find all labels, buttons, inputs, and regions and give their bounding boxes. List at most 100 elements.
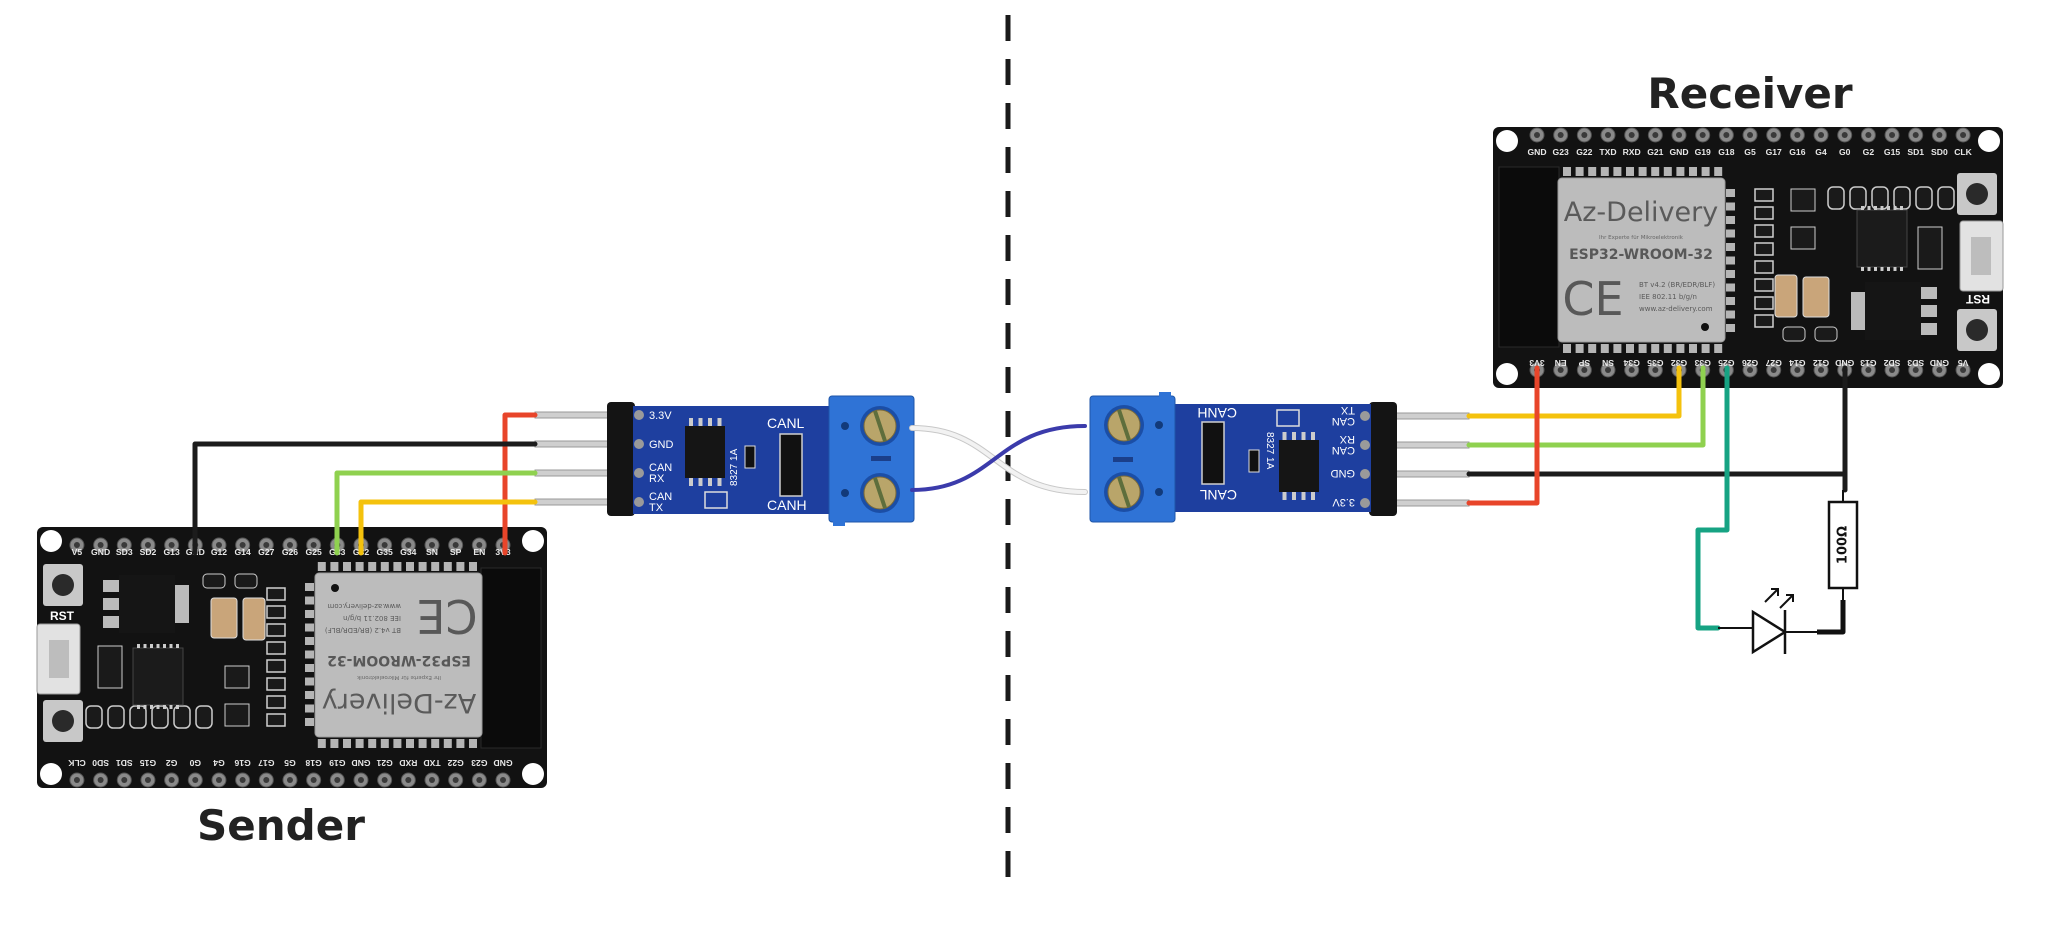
module-pad: [1613, 344, 1622, 353]
module-pad: [380, 562, 389, 571]
module-pad: [380, 739, 389, 748]
voltage-regulator: [1865, 282, 1921, 340]
header-pin-hole: [1581, 367, 1588, 373]
pin-label: G13: [1860, 358, 1876, 368]
mounting-hole: [522, 763, 544, 785]
module-pad: [1689, 344, 1697, 353]
smd-resistor: [266, 695, 286, 709]
module-pad: [343, 562, 351, 571]
pin-label: 3.3V: [649, 410, 672, 422]
module-pad: [1726, 283, 1735, 292]
header-pin-hole: [121, 542, 128, 548]
header-pin-hole: [310, 777, 317, 783]
pin-label: G16: [234, 758, 250, 768]
antenna-area: [1498, 166, 1560, 348]
smd-capacitor: [1827, 186, 1845, 210]
boot-button-cap: [1966, 183, 1988, 205]
module-pad: [355, 739, 364, 748]
pin-label: TX: [1340, 404, 1355, 416]
pin-label: GND: [1930, 358, 1949, 368]
pin-header: [1369, 402, 1397, 516]
header-pin-hole: [381, 777, 388, 783]
receiver-3v3-wire: [1466, 365, 1540, 506]
module-dot: [331, 584, 339, 592]
terminal-tab: [833, 520, 845, 526]
module-pad: [1726, 202, 1735, 211]
module-pad: [305, 610, 314, 618]
canh-label: CANH: [767, 497, 807, 513]
chip-pin: [689, 418, 693, 426]
pin-label: CAN: [649, 491, 672, 503]
module-pad: [1726, 216, 1735, 224]
smd-resistor: [266, 641, 286, 655]
module-url: www.az-delivery.com: [327, 602, 401, 610]
header-pin-hole: [1723, 132, 1730, 138]
voltage-regulator: [119, 575, 175, 633]
header-pin-hole: [428, 542, 435, 548]
header-pin-hole: [168, 777, 175, 783]
smd-capacitor: [1814, 326, 1838, 342]
header-pin-hole: [1605, 367, 1612, 373]
pin-label: GND: [1527, 147, 1546, 157]
header-pin: [1393, 441, 1470, 449]
header-pin-hole: [1557, 132, 1564, 138]
chip-pin: [1867, 206, 1871, 210]
module-pad: [1714, 344, 1723, 353]
pcb-pad: [1360, 411, 1370, 421]
sender-can-rx-wire: [334, 470, 538, 556]
pin-header: [607, 402, 635, 516]
pin-label: G23: [471, 758, 487, 768]
reset-button-cap: [52, 574, 74, 596]
smd-capacitor: [1849, 186, 1867, 210]
pin-label: CLK: [67, 758, 85, 768]
pin-label: RXD: [1623, 147, 1641, 157]
chip-pin: [169, 644, 173, 648]
sender-gnd-wire: [192, 441, 538, 556]
header-pin-hole: [73, 777, 80, 783]
header-pin-hole: [1794, 132, 1801, 138]
pcb-pad: [1360, 440, 1370, 450]
pin-label: TX: [649, 502, 664, 514]
module-pad: [1663, 167, 1672, 176]
canl-label: CANL: [767, 415, 805, 431]
pin-label: GND: [649, 439, 674, 451]
pin-label: TXD: [423, 758, 440, 768]
smd-resistor: [1754, 242, 1774, 256]
chip-pin: [1292, 432, 1296, 440]
chip-pin: [163, 705, 166, 709]
pin-label: 3V3: [1529, 358, 1545, 368]
pin-label: G17: [1766, 147, 1782, 157]
chip-pin: [717, 418, 722, 426]
smd-resistor: [1754, 278, 1774, 292]
smd-capacitor: [1782, 326, 1806, 342]
header-pin-hole: [1557, 367, 1564, 373]
module-tagline: Ihr Experte für Mikroelektronik: [1599, 235, 1684, 241]
module-spec-bt: BT v4.2 (BR/EDR/BLF): [1639, 281, 1715, 289]
regulator-pin: [103, 580, 119, 592]
pin-label: SD3: [116, 547, 133, 557]
module-pad: [1726, 310, 1735, 319]
sender-can-tx-wire: [358, 499, 538, 556]
chip-pin: [708, 478, 712, 486]
chip-pin: [698, 478, 703, 486]
header-pin-hole: [1534, 132, 1540, 138]
header-pin-hole: [1912, 132, 1919, 138]
pin-label: G14: [1789, 358, 1805, 368]
pin-label: SD1: [1907, 147, 1924, 157]
header-pin-hole: [286, 777, 293, 783]
smd-resistor: [266, 605, 286, 619]
module-brand: Az-Delivery: [1564, 197, 1718, 228]
pin-label: SD0: [92, 758, 109, 768]
mounting-hole: [1978, 130, 2000, 152]
pin-label: RX: [649, 473, 665, 485]
header-pin-hole: [97, 542, 104, 548]
pin-label: G25: [1718, 358, 1734, 368]
header-pin-hole: [357, 777, 364, 783]
mounting-hole: [1978, 363, 2000, 385]
header-pin-hole: [1889, 367, 1896, 373]
tantalum-capacitor: [242, 597, 266, 641]
sender-label: Sender: [197, 801, 365, 850]
module-pad: [1726, 270, 1735, 278]
smd-component: [704, 491, 728, 509]
